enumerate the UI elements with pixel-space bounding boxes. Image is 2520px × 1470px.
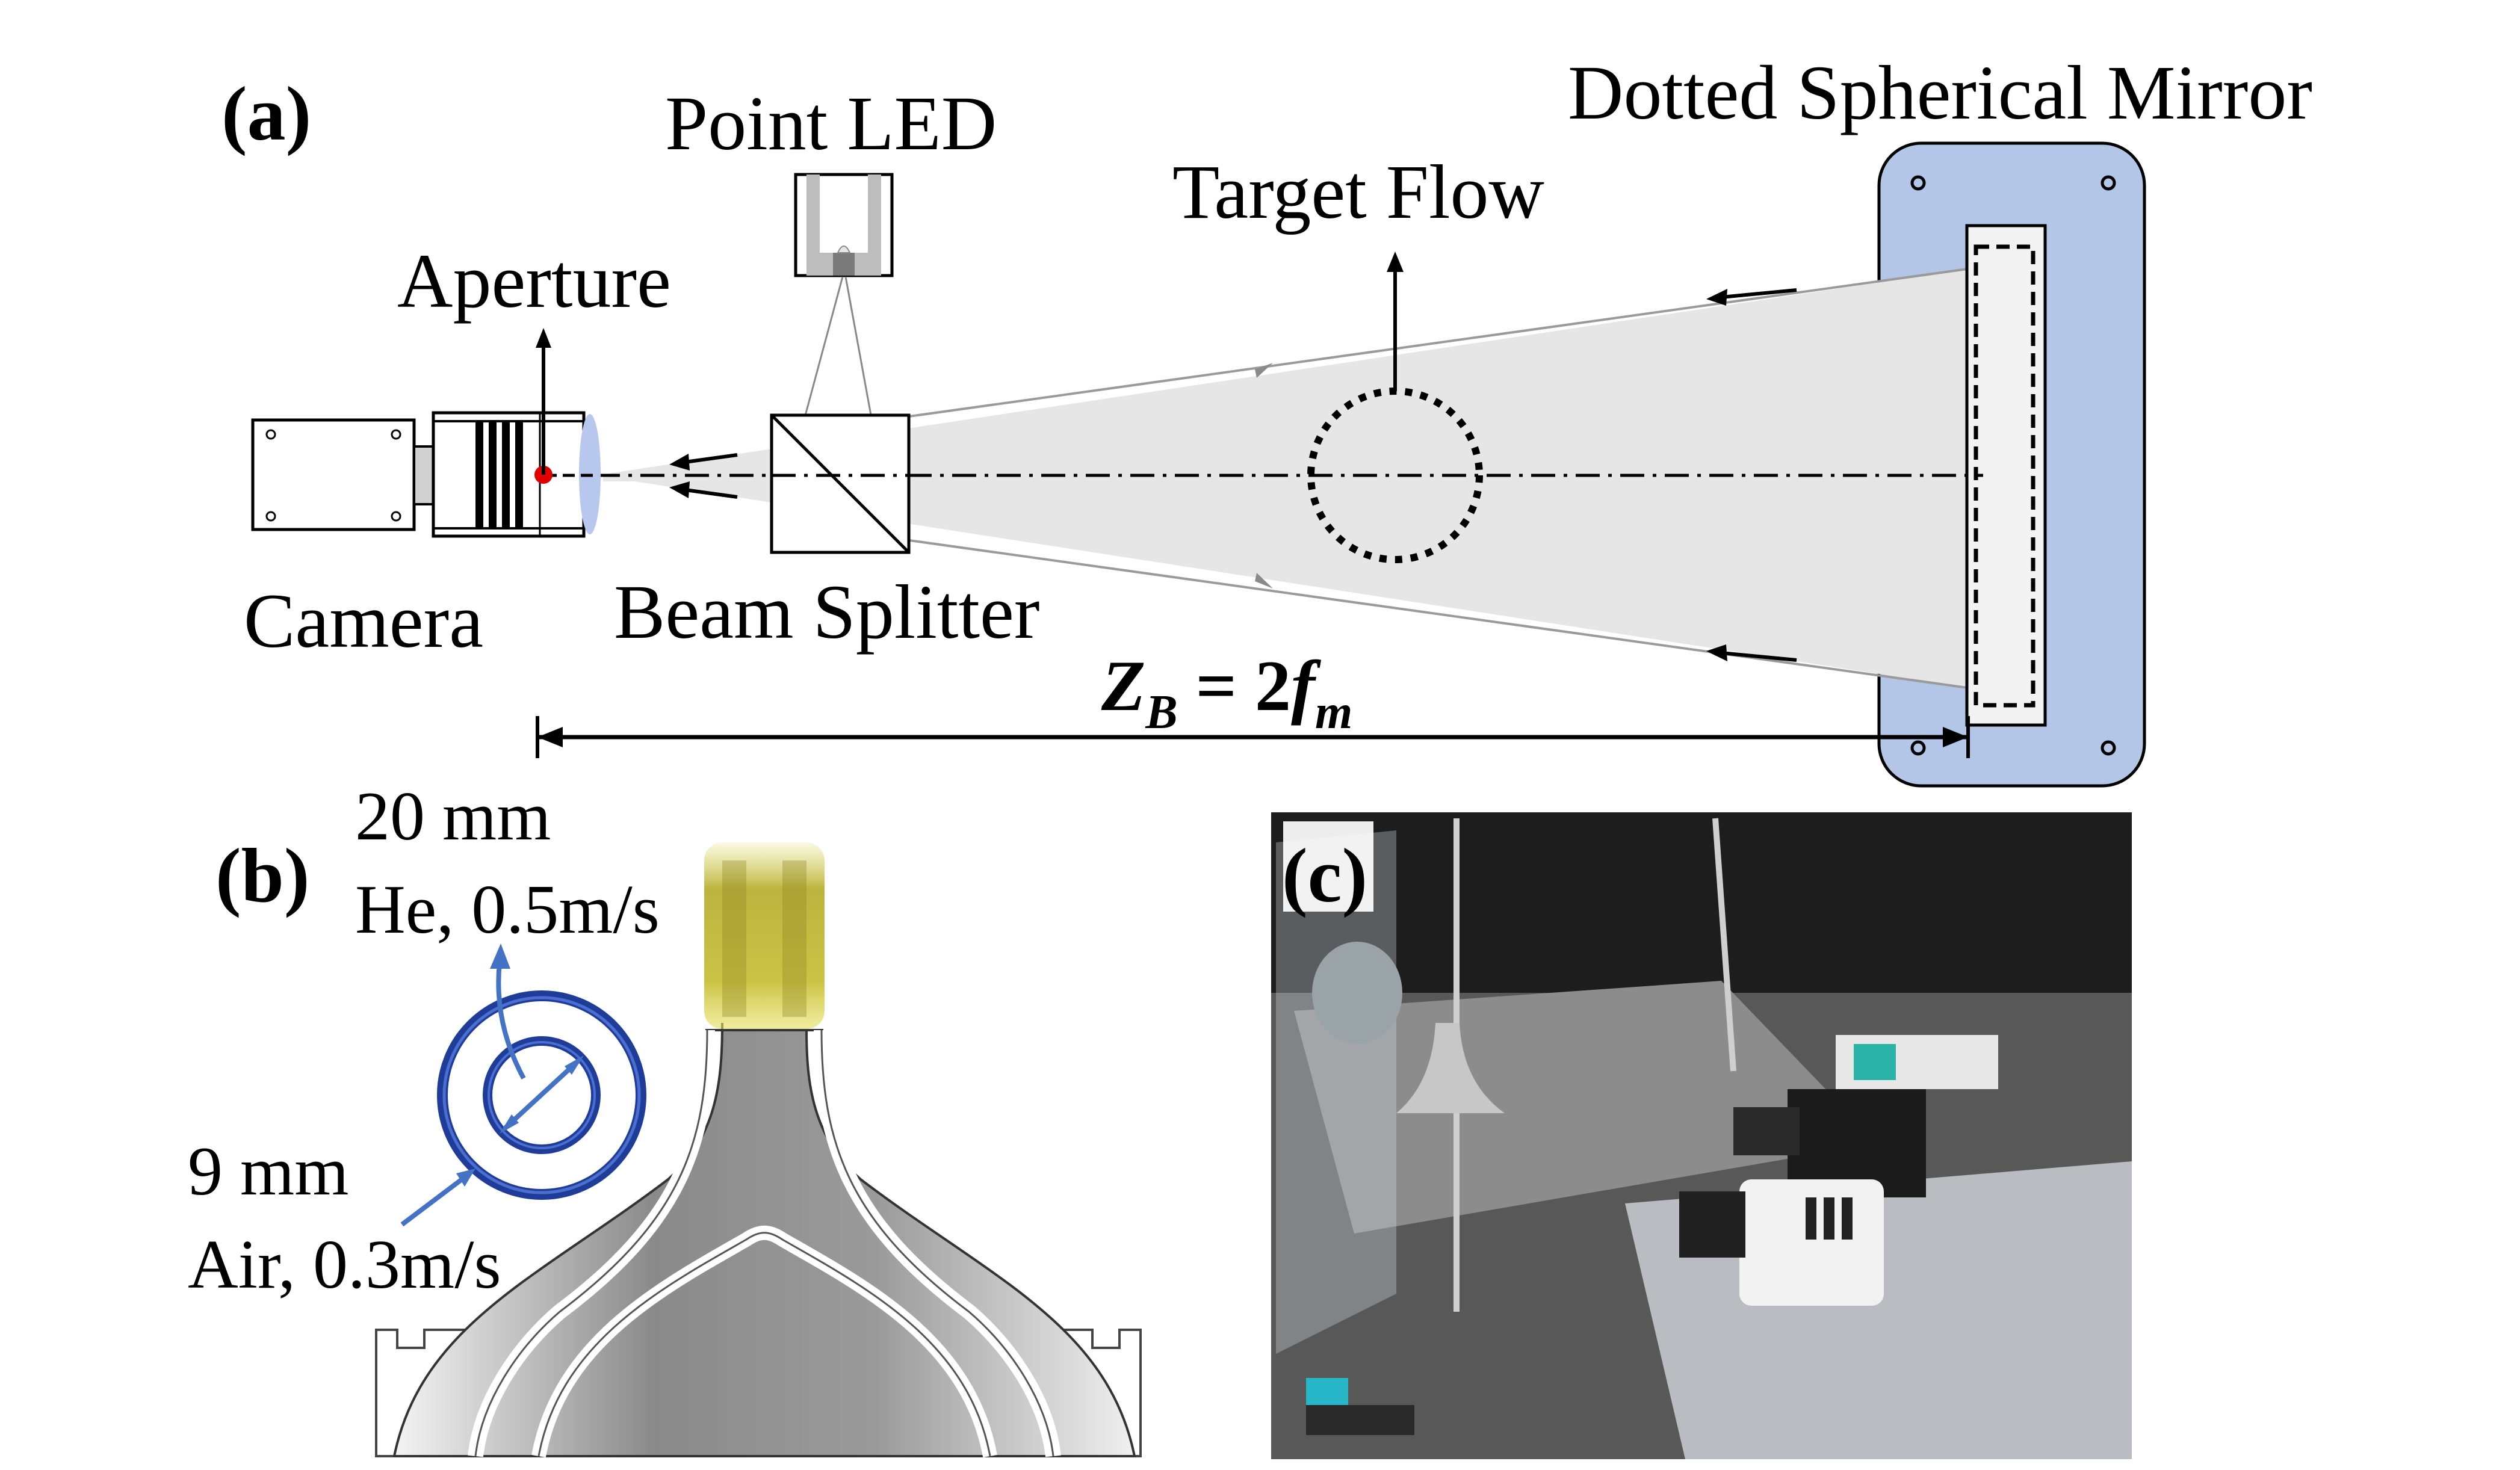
- beam-direction-arrow: [1255, 573, 1273, 588]
- outer-ring-highlight: [442, 996, 641, 1194]
- reflected-ray-arrow: [669, 481, 738, 499]
- target-flow-pointer-head: [1387, 252, 1404, 272]
- panel-b-label: (b): [215, 833, 309, 918]
- panel-a-label: (a): [221, 71, 311, 156]
- panel-c-photo: (c): [1271, 812, 2132, 1459]
- camera-label: Camera: [244, 578, 483, 664]
- point-led-label: Point LED: [665, 81, 997, 166]
- mirror-screw-hole: [2101, 175, 2116, 191]
- power-strip-switch: [1306, 1378, 1348, 1405]
- outer-diameter-label: 9 mm: [188, 1133, 348, 1210]
- inner-diameter-arrow: [503, 1058, 581, 1131]
- light-beam: [596, 268, 1976, 689]
- led-module-display: [1854, 1044, 1896, 1080]
- camera-lens-photo: [1733, 1107, 1800, 1155]
- inner-pointer: [496, 962, 526, 1079]
- coflow-nozzle: [375, 1022, 1142, 1458]
- panel-a: (a): [221, 50, 2312, 788]
- target-flow-label: Target Flow: [1172, 149, 1544, 235]
- plume-shading: [782, 860, 806, 1017]
- enclosure-frame: [1712, 818, 1736, 1072]
- high-speed-lens-photo: [1679, 1191, 1745, 1258]
- mirror-screw-hole: [2101, 740, 2116, 756]
- camera-vent: [1806, 1197, 1816, 1240]
- eq-z-subscript: B: [1145, 686, 1177, 739]
- beam-direction-arrow: [1255, 363, 1273, 378]
- inner-pointer-head: [490, 943, 510, 969]
- distance-arrow-head: [1943, 727, 1968, 747]
- inner-ring-highlight: [488, 1041, 596, 1149]
- panel-c-label-bg: [1283, 821, 1373, 912]
- panel-c-label: (c): [1282, 833, 1367, 918]
- photo-back-wall: [1271, 812, 2132, 993]
- outer-pointer: [400, 1176, 465, 1227]
- eq-f-subscript: m: [1315, 686, 1352, 739]
- power-strip: [1306, 1405, 1414, 1435]
- dotted-spherical-mirror-label: Dotted Spherical Mirror: [1568, 50, 2312, 135]
- beam-splitter-label: Beam Splitter: [614, 569, 1039, 655]
- inner-diameter-label: 20 mm: [355, 778, 551, 855]
- inner-gas-label: He, 0.5m/s: [355, 871, 660, 948]
- beam-splitter-diagonal: [770, 414, 910, 554]
- mirror-screw-hole: [1910, 175, 1926, 191]
- mirror-dotted-pattern: [1974, 244, 2036, 708]
- outer-pointer-head: [456, 1169, 475, 1187]
- inner-diameter-arrow-head: [565, 1055, 584, 1075]
- nozzle-photo: [1396, 1023, 1505, 1113]
- point-led: [794, 173, 894, 277]
- spherical-mirror-photo: [1312, 942, 1402, 1044]
- outer-gas-label: Air, 0.3m/s: [188, 1226, 501, 1303]
- schlieren-plume: [704, 842, 825, 1029]
- aperture-pointer-head: [536, 328, 551, 348]
- aperture-label: Aperture: [397, 238, 671, 324]
- beam-edge-top: [788, 267, 1977, 434]
- inner-diameter-arrow-head: [500, 1114, 519, 1134]
- eq-z: Z: [1101, 646, 1145, 726]
- eq-equals: = 2: [1178, 646, 1291, 726]
- beam-edge-bottom: [788, 522, 1977, 690]
- panel-b: (b) 20 mm He, 0.5m/s 9 mm Air, 0.3m/s: [188, 778, 1142, 1458]
- camera-vent: [1824, 1197, 1834, 1240]
- return-arrow: [1706, 644, 1797, 662]
- distance-equation: ZB = 2fm: [1101, 646, 1352, 739]
- return-arrow: [1706, 288, 1797, 306]
- reflected-ray-arrow: [669, 453, 738, 471]
- plume-shading: [722, 860, 746, 1017]
- led-ray: [799, 276, 844, 434]
- distance-arrow-head: [537, 727, 563, 747]
- camera-vent: [1842, 1197, 1853, 1240]
- outer-ring: [437, 990, 646, 1200]
- camera: [251, 411, 601, 538]
- mirror-screw-hole: [1910, 740, 1926, 756]
